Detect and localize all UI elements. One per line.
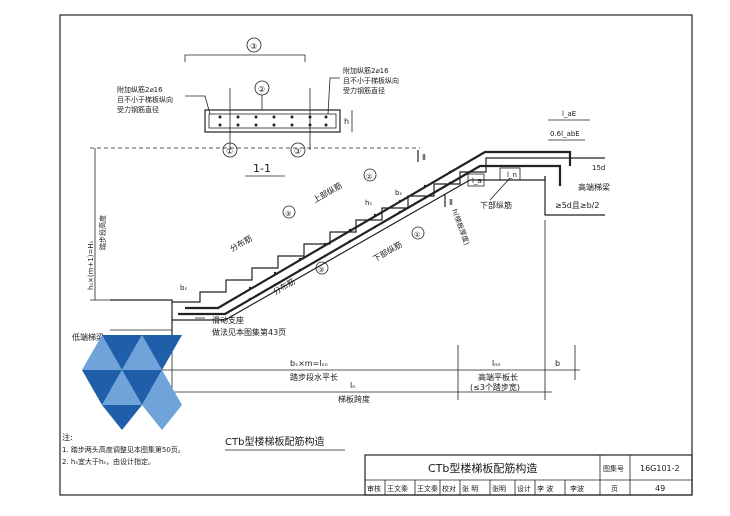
dim-b-right: b [555,359,560,368]
section-left-note-2: 且不小于梯板纵向 [117,95,173,104]
section-left-note-1: 附加纵筋2⌀16 [117,85,163,94]
label-sliding-ref: 做法见本图集第43页 [212,327,286,337]
title-block-atlas-label: 图集号 [603,464,624,473]
figure-title: CTb型楼梯板配筋构造 [225,435,324,448]
height-caption: 踏步段高度 [98,215,107,250]
title-block-check-label: 校对 [442,484,456,493]
upper-rebar [185,150,572,310]
label-dist-1-circle-text: ③ [285,210,291,218]
section-dim-h-text: h [344,117,349,126]
stair-elevation: Ⅱ Ⅱ 上部纵筋 ② 分布筋 ③ 下部纵筋 ① 分布筋 ③ h(梯板厚度) hₛ… [72,110,610,345]
label-la: l_a [472,177,482,185]
label-bottom-rebar-leader [489,177,511,201]
stair-steps [172,157,565,303]
label-sliding: 滑动支座 [212,315,244,325]
lower-rebar [178,164,562,316]
label-dist-1: 分布筋 [228,233,254,254]
section-right-note-1: 附加纵筋2⌀16 [343,66,389,75]
dimensions: b b bₛ×m=lₛₙ 踏步段水平长 lₙₙ 高端平板长 (≤3个踏步宽) l… [130,220,580,404]
label-upper-rebar-circle-text: ② [366,173,372,181]
section-left-note-3: 受力钢筋直径 [117,105,159,114]
section-label: 1-1 [253,162,271,175]
section-right-note-2: 且不小于梯板纵向 [343,76,399,85]
cut-marker-top: Ⅱ [422,153,426,162]
label-upper-rebar: 上部纵筋 [311,180,344,205]
label-lower-rebar-circle-text: ① [414,231,420,239]
distribution-rebar-dots [248,170,452,301]
section-1-1: ③ ② ① ③ h 附加纵筋2⌀16 且不小于梯板纵向 受力钢 [117,37,399,177]
section-callout-top-text: ③ [250,42,257,51]
title-block-check-name: 张 明 [462,484,478,493]
title-block-atlas-no: 16G101-2 [640,464,680,473]
label-dist-1-circle [282,205,296,219]
label-low-beam: 低端梯梁 [72,332,104,342]
notes: 注: 1. 踏步两头高度调整见本图集第50页。 2. hₛ宜大于hₛ，由设计指定… [62,432,185,466]
title-block-review-name: 王文秦 [387,484,408,493]
section-slab-inner [208,113,337,129]
label-hs: hₛ [365,199,372,207]
height-label: hₛ×(m+1)=Hₛ [87,240,95,290]
dim-total-caption: 梯板跨度 [338,394,370,404]
section-callout-3b-text: ③ [294,147,301,156]
title-block-design-name: 李 波 [537,484,553,493]
section-callout-top [246,37,262,53]
section-callout-1 [222,142,238,158]
section-right-note-3: 受力钢筋直径 [343,86,385,95]
title-block-review-sign: 王文秦 [417,484,438,493]
publisher-logo [82,335,182,430]
label-5d: ≥5d且≥b/2 [555,201,599,210]
title-block-design-label: 设计 [517,484,531,493]
section-top-bracket [184,54,306,62]
notes-item-2: 2. hₛ宜大于hₛ，由设计指定。 [62,457,155,466]
title-block-check-sign: 张明 [492,484,506,493]
section-callout-2-text: ② [258,85,265,94]
section-right-leader [327,77,340,115]
label-bs-low: bₛ [180,284,187,292]
label-06: 0.6l_abE [550,130,580,138]
label-dist-2-circle-text: ③ [318,266,324,274]
label-upper-rebar-circle [363,168,377,182]
label-bs: bₛ [395,189,402,197]
dim-span-main-caption: 踏步段水平长 [290,372,338,382]
label-dist-2-circle [315,261,329,275]
title-block-page-label: 页 [611,485,618,493]
notes-item-1: 1. 踏步两头高度调整见本图集第50页。 [62,445,185,454]
title-block-design-sign: 李波 [570,484,584,493]
dim-span-plat: lₙₙ [492,359,501,368]
label-ln-box [499,167,521,181]
title-block: CTb型楼梯板配筋构造 图集号 16G101-2 审核 王文秦 王文秦 校对 张… [364,454,693,496]
section-callout-1-text: ① [226,147,233,156]
section-callout-3b [290,142,306,158]
section-rebar-dots [218,115,328,127]
label-high-beam: 高端梯梁 [578,182,610,192]
label-ln-small: l_n [507,171,517,179]
dim-span-plat-note: (≤3个踏步宽) [470,382,520,392]
title-block-title: CTb型楼梯板配筋构造 [428,461,537,475]
label-thickness: h(梯板厚度) [450,208,472,247]
label-15d: 15d [592,164,605,172]
dim-span-plat-caption: 高端平板长 [478,372,518,382]
label-lower-rebar-circle [411,226,425,240]
section-slab [204,109,341,133]
title-block-review-label: 审核 [367,484,381,493]
notes-heading: 注: [62,432,73,442]
high-beam-outline [544,176,605,216]
dim-total: lₙ [350,381,355,390]
label-lower-rebar: 下部纵筋 [371,239,404,264]
label-laE: l_aE [562,110,576,118]
stair-slab-bottom [172,176,546,321]
dim-span-main: bₛ×m=lₛₙ [290,359,328,368]
label-la-box [467,173,485,187]
cut-marker-bottom: Ⅱ [449,198,453,207]
title-block-page-no: 49 [655,484,665,493]
label-bottom-rebar: 下部纵筋 [480,200,512,210]
section-left-leader [185,95,211,115]
